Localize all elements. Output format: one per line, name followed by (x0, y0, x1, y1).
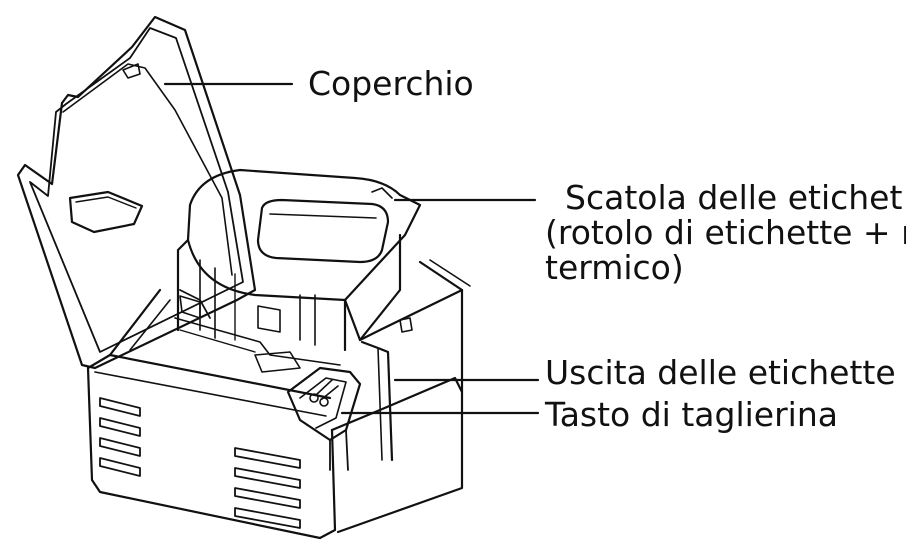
label-scatola-line3: termico) (545, 248, 684, 287)
label-tasto: Tasto di taglierina (545, 395, 838, 434)
label-coperchio: Coperchio (308, 64, 474, 103)
scissors-icon (309, 379, 339, 407)
cutter-button (286, 366, 362, 471)
label-scatola-line2: (rotolo di etichette + r (545, 213, 906, 252)
leader-lines (163, 82, 540, 415)
vents-left (99, 397, 141, 477)
label-box (176, 168, 422, 352)
lid-drawing (16, 15, 257, 370)
label-outlet (360, 317, 413, 462)
label-scatola-line1: Scatola delle etichet (565, 178, 903, 217)
label-uscita: Uscita delle etichette (545, 353, 896, 392)
vents-right (234, 447, 301, 529)
